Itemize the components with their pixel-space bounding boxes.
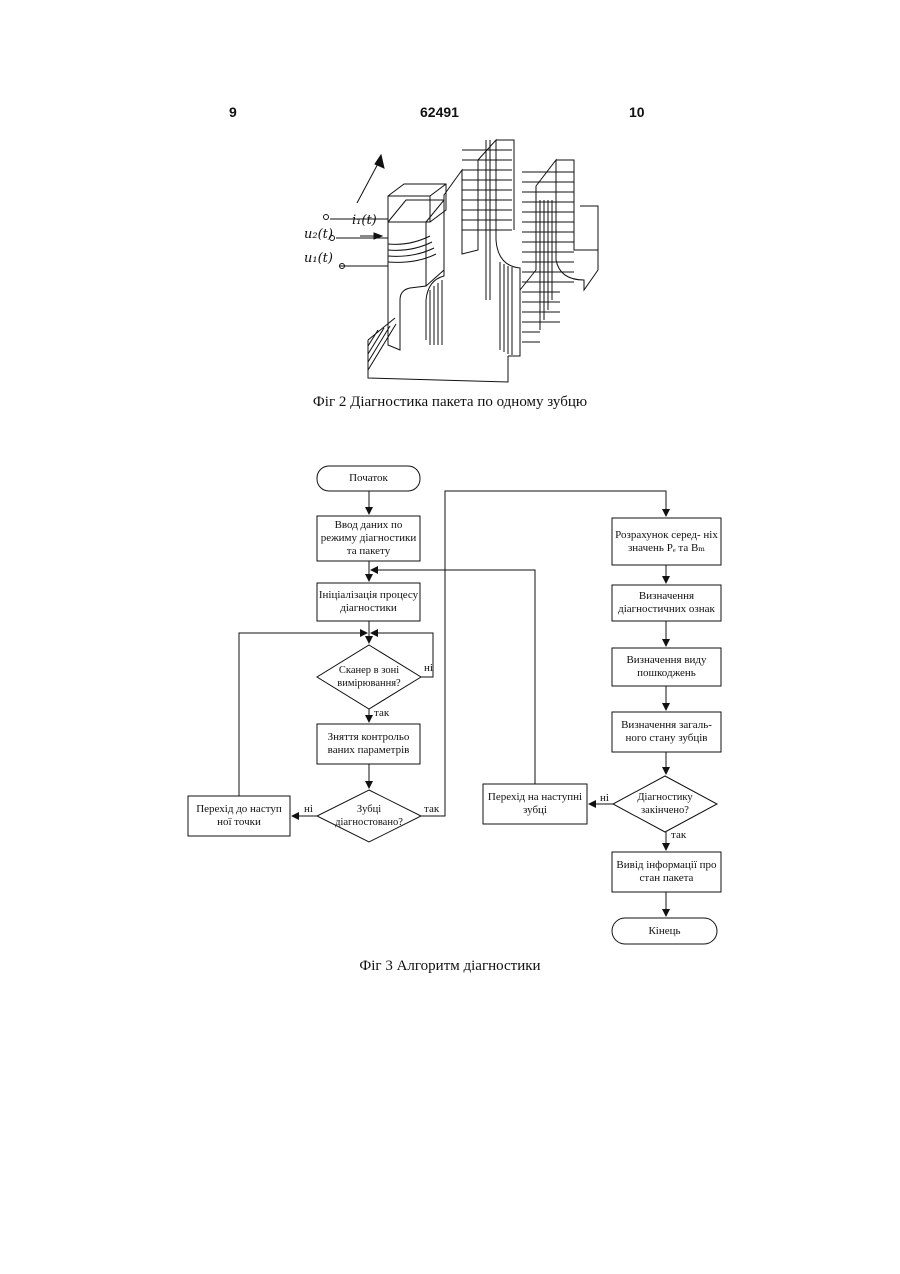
diag-done-yes-label: так	[671, 829, 686, 841]
teeth-question-label: Зубці діагностовано?	[329, 800, 409, 832]
end-node-label: Кінець	[612, 918, 717, 944]
next-tooth-node-label: Перехід на наступні зубці	[483, 784, 587, 824]
diag-done-question-label: Діагностику закінчено?	[625, 788, 705, 820]
general-state-node-label: Визначення загаль- ного стану зубців	[612, 712, 721, 752]
measure-node-label: Зняття контрольо ваних параметрів	[317, 724, 420, 764]
scanner-question-label: Сканер в зоні вимірювання?	[325, 660, 413, 694]
start-node-label: Початок	[317, 466, 420, 491]
diag-features-node-label: Визначення діагностичних ознак	[612, 585, 721, 621]
damage-type-node-label: Визначення виду пошкоджень	[612, 648, 721, 686]
next-point-node-label: Перехід до наступ ної точки	[188, 796, 290, 836]
figure3-caption: Фіг 3 Алгоритм діагностики	[0, 958, 900, 975]
input-node-label: Ввод даних по режиму діагностики та паке…	[317, 516, 420, 561]
output-node-label: Вивід інформації про стан пакета	[612, 852, 721, 892]
diag-done-no-label: ні	[600, 792, 609, 804]
init-node-label: Ініціалізація процесу діагностики	[317, 583, 420, 621]
teeth-no-label: ні	[304, 803, 313, 815]
teeth-yes-label: так	[424, 803, 439, 815]
scanner-yes-label: так	[374, 707, 389, 719]
calc-avg-node-label: Розрахунок серед- ніх значень Pₑ та Bₘ	[612, 518, 721, 565]
scanner-no-label: ні	[424, 662, 433, 674]
